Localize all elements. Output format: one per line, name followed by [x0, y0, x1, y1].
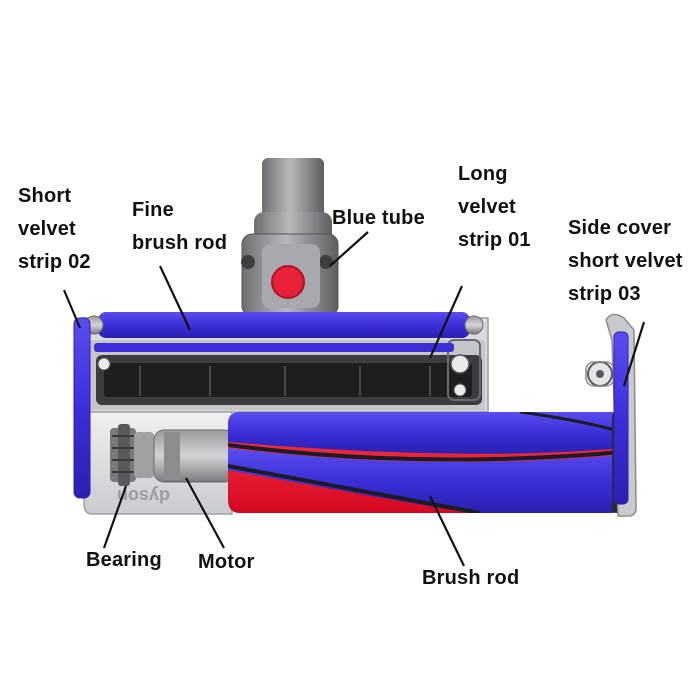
leader-long-velvet-01: [428, 285, 464, 359]
leader-short-velvet-02: [62, 289, 82, 329]
label-bearing: Bearing: [86, 549, 162, 571]
leader-blue-tube: [329, 231, 369, 267]
label-side-cover-velvet-strip-03: Side cover short velvet strip 03: [568, 217, 683, 305]
label-long-velvet-strip-01: Long velvet strip 01: [458, 163, 531, 251]
leader-bearing: [102, 485, 128, 549]
brush-rod: [228, 412, 626, 513]
leader-lines: [62, 231, 646, 567]
leader-fine-brush-rod: [159, 265, 191, 331]
label-brush-rod: Brush rod: [422, 567, 520, 589]
label-short-velvet-strip-02: Short velvet strip 02: [18, 185, 91, 273]
brand-logo: dyson: [117, 486, 170, 506]
leader-side-cover-03: [622, 321, 646, 387]
bearing: [110, 424, 154, 486]
long-velvet-strip-01: [94, 343, 454, 352]
red-release-button: [271, 265, 305, 299]
label-fine-brush-rod: Fine brush rod: [132, 199, 228, 254]
fine-brush-rod: [84, 312, 484, 338]
short-velvet-strip-02: [73, 317, 91, 499]
leader-brush-rod: [429, 495, 465, 567]
motor: [153, 429, 235, 483]
label-motor: Motor: [198, 551, 255, 573]
leader-motor: [185, 477, 225, 549]
short-velvet-strip-03: [613, 331, 629, 505]
label-blue-tube: Blue tube: [332, 207, 425, 229]
